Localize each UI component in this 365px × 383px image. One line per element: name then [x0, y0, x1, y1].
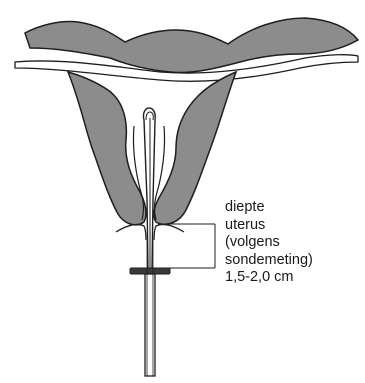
- label-line-2: uterus: [225, 217, 313, 235]
- depth-label: diepte uterus (volgens sondemeting) 1,5-…: [225, 199, 313, 287]
- label-line-5: 1,5-2,0 cm: [225, 269, 313, 287]
- vaginal-curve-right: [154, 224, 184, 240]
- right-wall-shape: [154, 72, 236, 224]
- vaginal-curve-left: [116, 224, 146, 240]
- device-tube: [143, 108, 155, 270]
- flange-marker: [130, 268, 170, 274]
- left-wall-shape: [68, 72, 146, 225]
- label-line-3: (volgens: [225, 234, 313, 252]
- label-line-1: diepte: [225, 199, 313, 217]
- label-line-4: sondemeting): [225, 252, 313, 270]
- inserter-shaft: [145, 274, 155, 376]
